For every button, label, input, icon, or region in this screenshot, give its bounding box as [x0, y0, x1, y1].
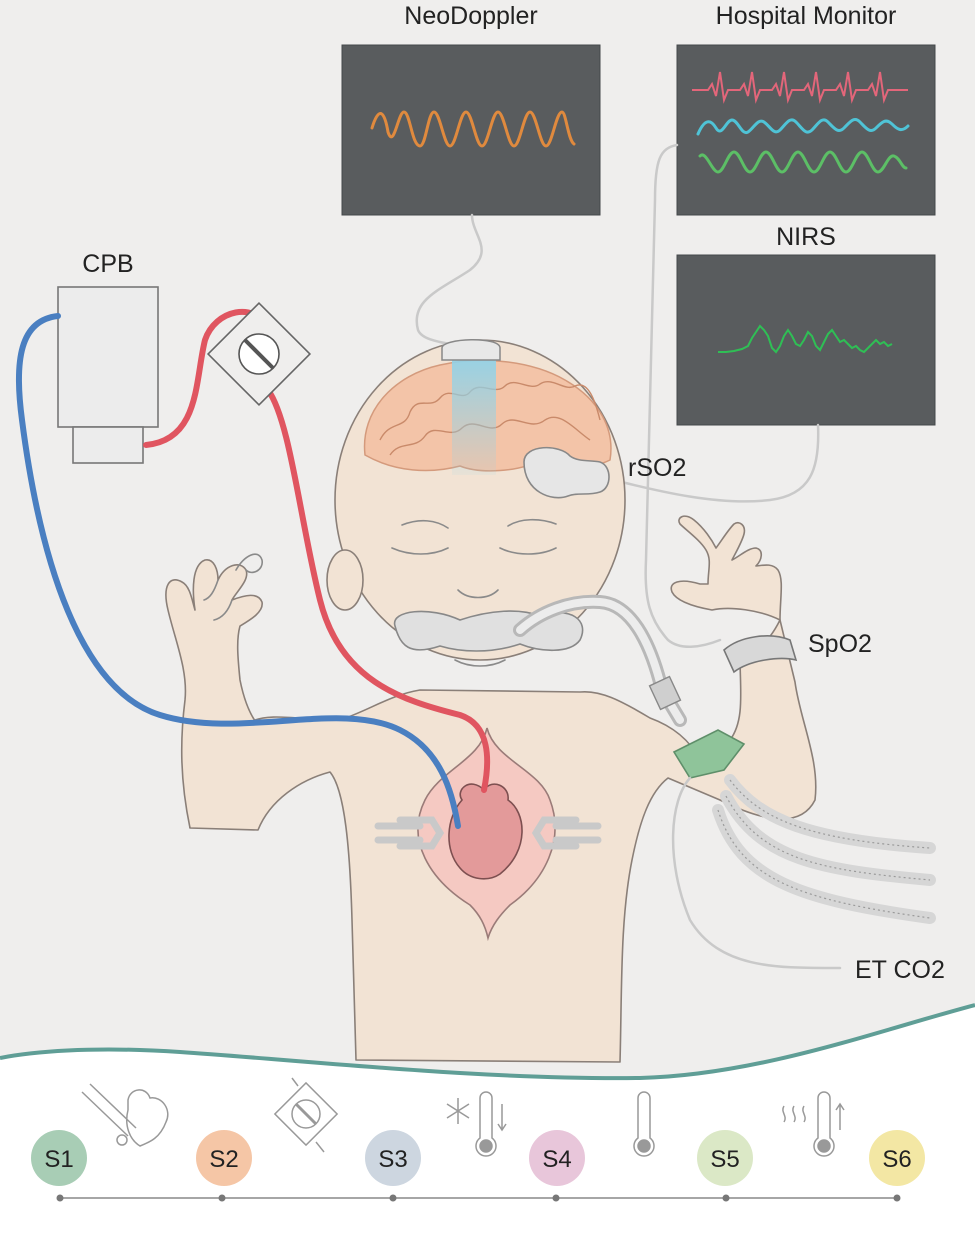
- stage-label-4: S4: [542, 1146, 571, 1173]
- co2-sensor: [672, 729, 746, 779]
- nirs-label: NIRS: [776, 223, 836, 251]
- cpb-label: CPB: [82, 250, 133, 278]
- cyan-waveform: [696, 118, 910, 136]
- cooling-thermometer-icon: [446, 1091, 507, 1157]
- chin: [454, 659, 506, 667]
- spo2-sensor: [723, 635, 798, 674]
- stage-label-3: S3: [378, 1146, 407, 1173]
- timeline-dot-4: [552, 1194, 560, 1202]
- stage-markers: S1 S2 S3 S4 S5 S6: [31, 1130, 925, 1202]
- arterial-line: [143, 309, 491, 793]
- pump-icon: [273, 1077, 339, 1153]
- spo2-label: SpO2: [808, 630, 872, 658]
- stage-label-6: S6: [882, 1146, 911, 1173]
- ventilator-tubes-outline: [717, 779, 931, 919]
- left-arm: [165, 559, 263, 829]
- retractor-left: [374, 816, 445, 850]
- stage-label-1: S1: [44, 1146, 73, 1173]
- timeline-dot-3: [389, 1194, 397, 1202]
- neodoppler-monitor: [341, 44, 601, 216]
- nirs-monitor: [676, 254, 936, 426]
- stage-circle-1: [31, 1130, 87, 1186]
- venous-line: [15, 313, 461, 829]
- stage-circle-4: [529, 1130, 585, 1186]
- etco2-label: ET CO2: [855, 956, 945, 984]
- warming-thermometer-icon: [782, 1091, 845, 1157]
- stage-label-5: S5: [710, 1146, 739, 1173]
- doppler-cable: [415, 213, 483, 348]
- divider-wave: [0, 1003, 975, 1081]
- retractor-right: [531, 816, 602, 850]
- neodoppler-label: NeoDoppler: [404, 2, 537, 30]
- stage-label-2: S2: [209, 1146, 238, 1173]
- doppler-probe: [441, 339, 501, 361]
- timeline-dot-5: [722, 1194, 730, 1202]
- doppler-waveform: [370, 110, 576, 148]
- ecg-waveform: [692, 71, 908, 104]
- rso2-sensor: [523, 446, 610, 499]
- cpb-machine: [57, 286, 159, 428]
- rso2-label: rSO2: [628, 454, 686, 482]
- timeline-dot-1: [56, 1194, 64, 1202]
- monitor-cable: [644, 143, 722, 648]
- doppler-beam: [452, 360, 496, 475]
- nirs-waveform: [718, 324, 893, 354]
- etco2-line: [671, 776, 842, 970]
- heart-cannula-icon: [81, 1083, 169, 1147]
- thermometer-icon: [633, 1091, 655, 1157]
- nirs-cable: [604, 423, 820, 503]
- stage-circle-2: [196, 1130, 252, 1186]
- et-tube-connector: [648, 675, 682, 711]
- eyes: [391, 518, 557, 555]
- timeline-dot-2: [218, 1194, 226, 1202]
- stage-circle-3: [365, 1130, 421, 1186]
- timeline-dot-6: [893, 1194, 901, 1202]
- stage-circle-5: [697, 1130, 753, 1186]
- cpb-base: [72, 426, 144, 464]
- hospital-monitor-label: Hospital Monitor: [716, 2, 897, 30]
- mouth-tape: [393, 610, 584, 652]
- stage-circle-6: [869, 1130, 925, 1186]
- pump-rotor-blade: [244, 339, 274, 369]
- nose: [457, 589, 499, 599]
- right-arm: [670, 515, 783, 621]
- left-hand-detail: [203, 553, 263, 621]
- green-waveform: [698, 150, 908, 174]
- et-tube-inner: [516, 597, 684, 724]
- ear-left: [326, 549, 364, 611]
